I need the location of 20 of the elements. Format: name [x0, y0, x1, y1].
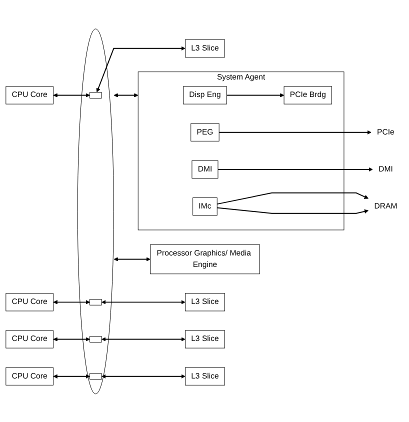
arrow [102, 300, 186, 304]
arrow [218, 130, 372, 134]
arrow [114, 92, 138, 97]
node-box [90, 298, 102, 305]
arrow [53, 374, 90, 378]
arrow [216, 206, 369, 214]
arrow [218, 166, 373, 172]
arrow [216, 192, 369, 204]
node-box [90, 372, 102, 380]
arrow [114, 256, 151, 261]
arrow [53, 92, 90, 97]
arrow [102, 336, 186, 341]
arrow [226, 92, 284, 97]
node-box [90, 92, 102, 98]
cluster [77, 28, 114, 394]
arrow [102, 374, 186, 378]
arrow [53, 336, 90, 341]
node-box [90, 336, 102, 342]
arrow [53, 300, 90, 304]
arrow [96, 46, 186, 92]
